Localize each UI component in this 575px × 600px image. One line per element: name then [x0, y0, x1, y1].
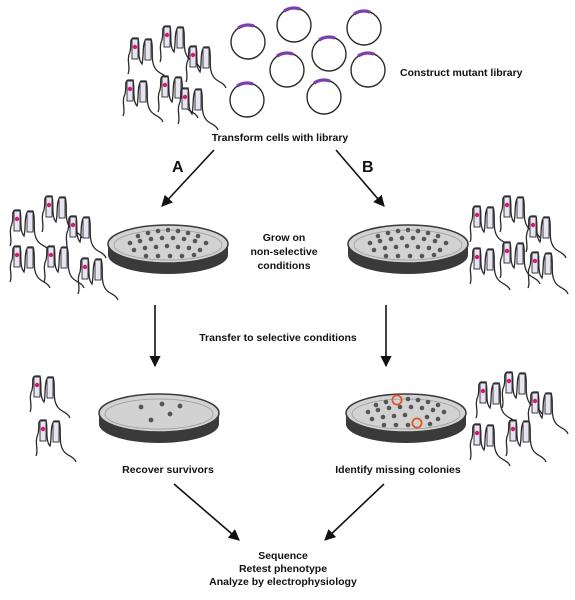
- missing-colony-marker: [411, 417, 423, 429]
- ion-channel-icon: [65, 215, 107, 259]
- construct-library-label: Construct mutant library: [400, 67, 523, 79]
- ion-channel-icon: [527, 251, 569, 295]
- plasmid-library: [228, 6, 387, 119]
- path-b-label: B: [362, 159, 374, 176]
- ion-channel-icon: [185, 45, 227, 89]
- missing-colony-marker: [391, 394, 403, 406]
- missing-mutant-channel-cluster: [469, 371, 569, 467]
- plasmid-ring-icon: [305, 78, 343, 116]
- colony-group: [365, 396, 447, 428]
- surviving-colonies: [138, 401, 183, 423]
- path-a-label: A: [172, 159, 184, 176]
- plasmid-ring-icon: [310, 35, 348, 73]
- transform-cells-label: Transform cells with library: [212, 132, 349, 144]
- petri-dish-left-selective: [98, 393, 220, 443]
- final-step-retest: Retest phenotype: [239, 563, 327, 575]
- grow-label-line-2: non-selective: [250, 246, 317, 258]
- arrow-left-converge: [173, 483, 240, 541]
- arrow-right-converge: [324, 483, 385, 541]
- identify-missing-label: Identify missing colonies: [335, 464, 461, 476]
- plasmid-ring-icon: [229, 23, 267, 61]
- arrow-path-a: [161, 149, 215, 207]
- plasmid-ring-icon: [349, 51, 387, 89]
- final-step-sequence: Sequence: [258, 550, 308, 562]
- ion-channel-icon: [35, 419, 77, 463]
- plasmid-ring-icon: [228, 81, 266, 119]
- mutant-channel-cluster-top: [122, 25, 227, 131]
- plasmid-ring-icon: [345, 9, 383, 47]
- ion-channel-icon: [527, 391, 569, 435]
- colony-group: [127, 227, 209, 259]
- ion-channel-icon: [127, 37, 169, 81]
- transfer-label: Transfer to selective conditions: [199, 332, 357, 344]
- petri-dish-left-nonselective: [107, 224, 229, 274]
- petri-dish-right-selective: [345, 393, 467, 443]
- grow-label-line-3: conditions: [257, 260, 310, 272]
- ion-channel-icon: [505, 419, 547, 463]
- petri-dish-right-nonselective: [347, 224, 469, 274]
- recover-survivors-label: Recover survivors: [122, 464, 214, 476]
- ion-channel-icon: [177, 87, 219, 131]
- ion-channel-icon: [29, 375, 71, 419]
- mutant-channel-cluster-right: [469, 195, 569, 295]
- ion-channel-icon: [469, 423, 511, 467]
- mutant-channel-cluster-left: [9, 195, 119, 301]
- ion-channel-icon: [77, 257, 119, 301]
- plasmid-ring-icon: [268, 51, 306, 89]
- plasmid-ring-icon: [275, 6, 313, 44]
- ion-channel-icon: [525, 215, 567, 259]
- survivor-channel-cluster: [29, 375, 77, 463]
- final-step-analyze: Analyze by electrophysiology: [209, 576, 357, 588]
- colony-group: [367, 227, 449, 259]
- grow-label-line-1: Grow on: [263, 232, 306, 244]
- arrow-path-b: [335, 149, 385, 207]
- ion-channel-icon: [122, 79, 164, 123]
